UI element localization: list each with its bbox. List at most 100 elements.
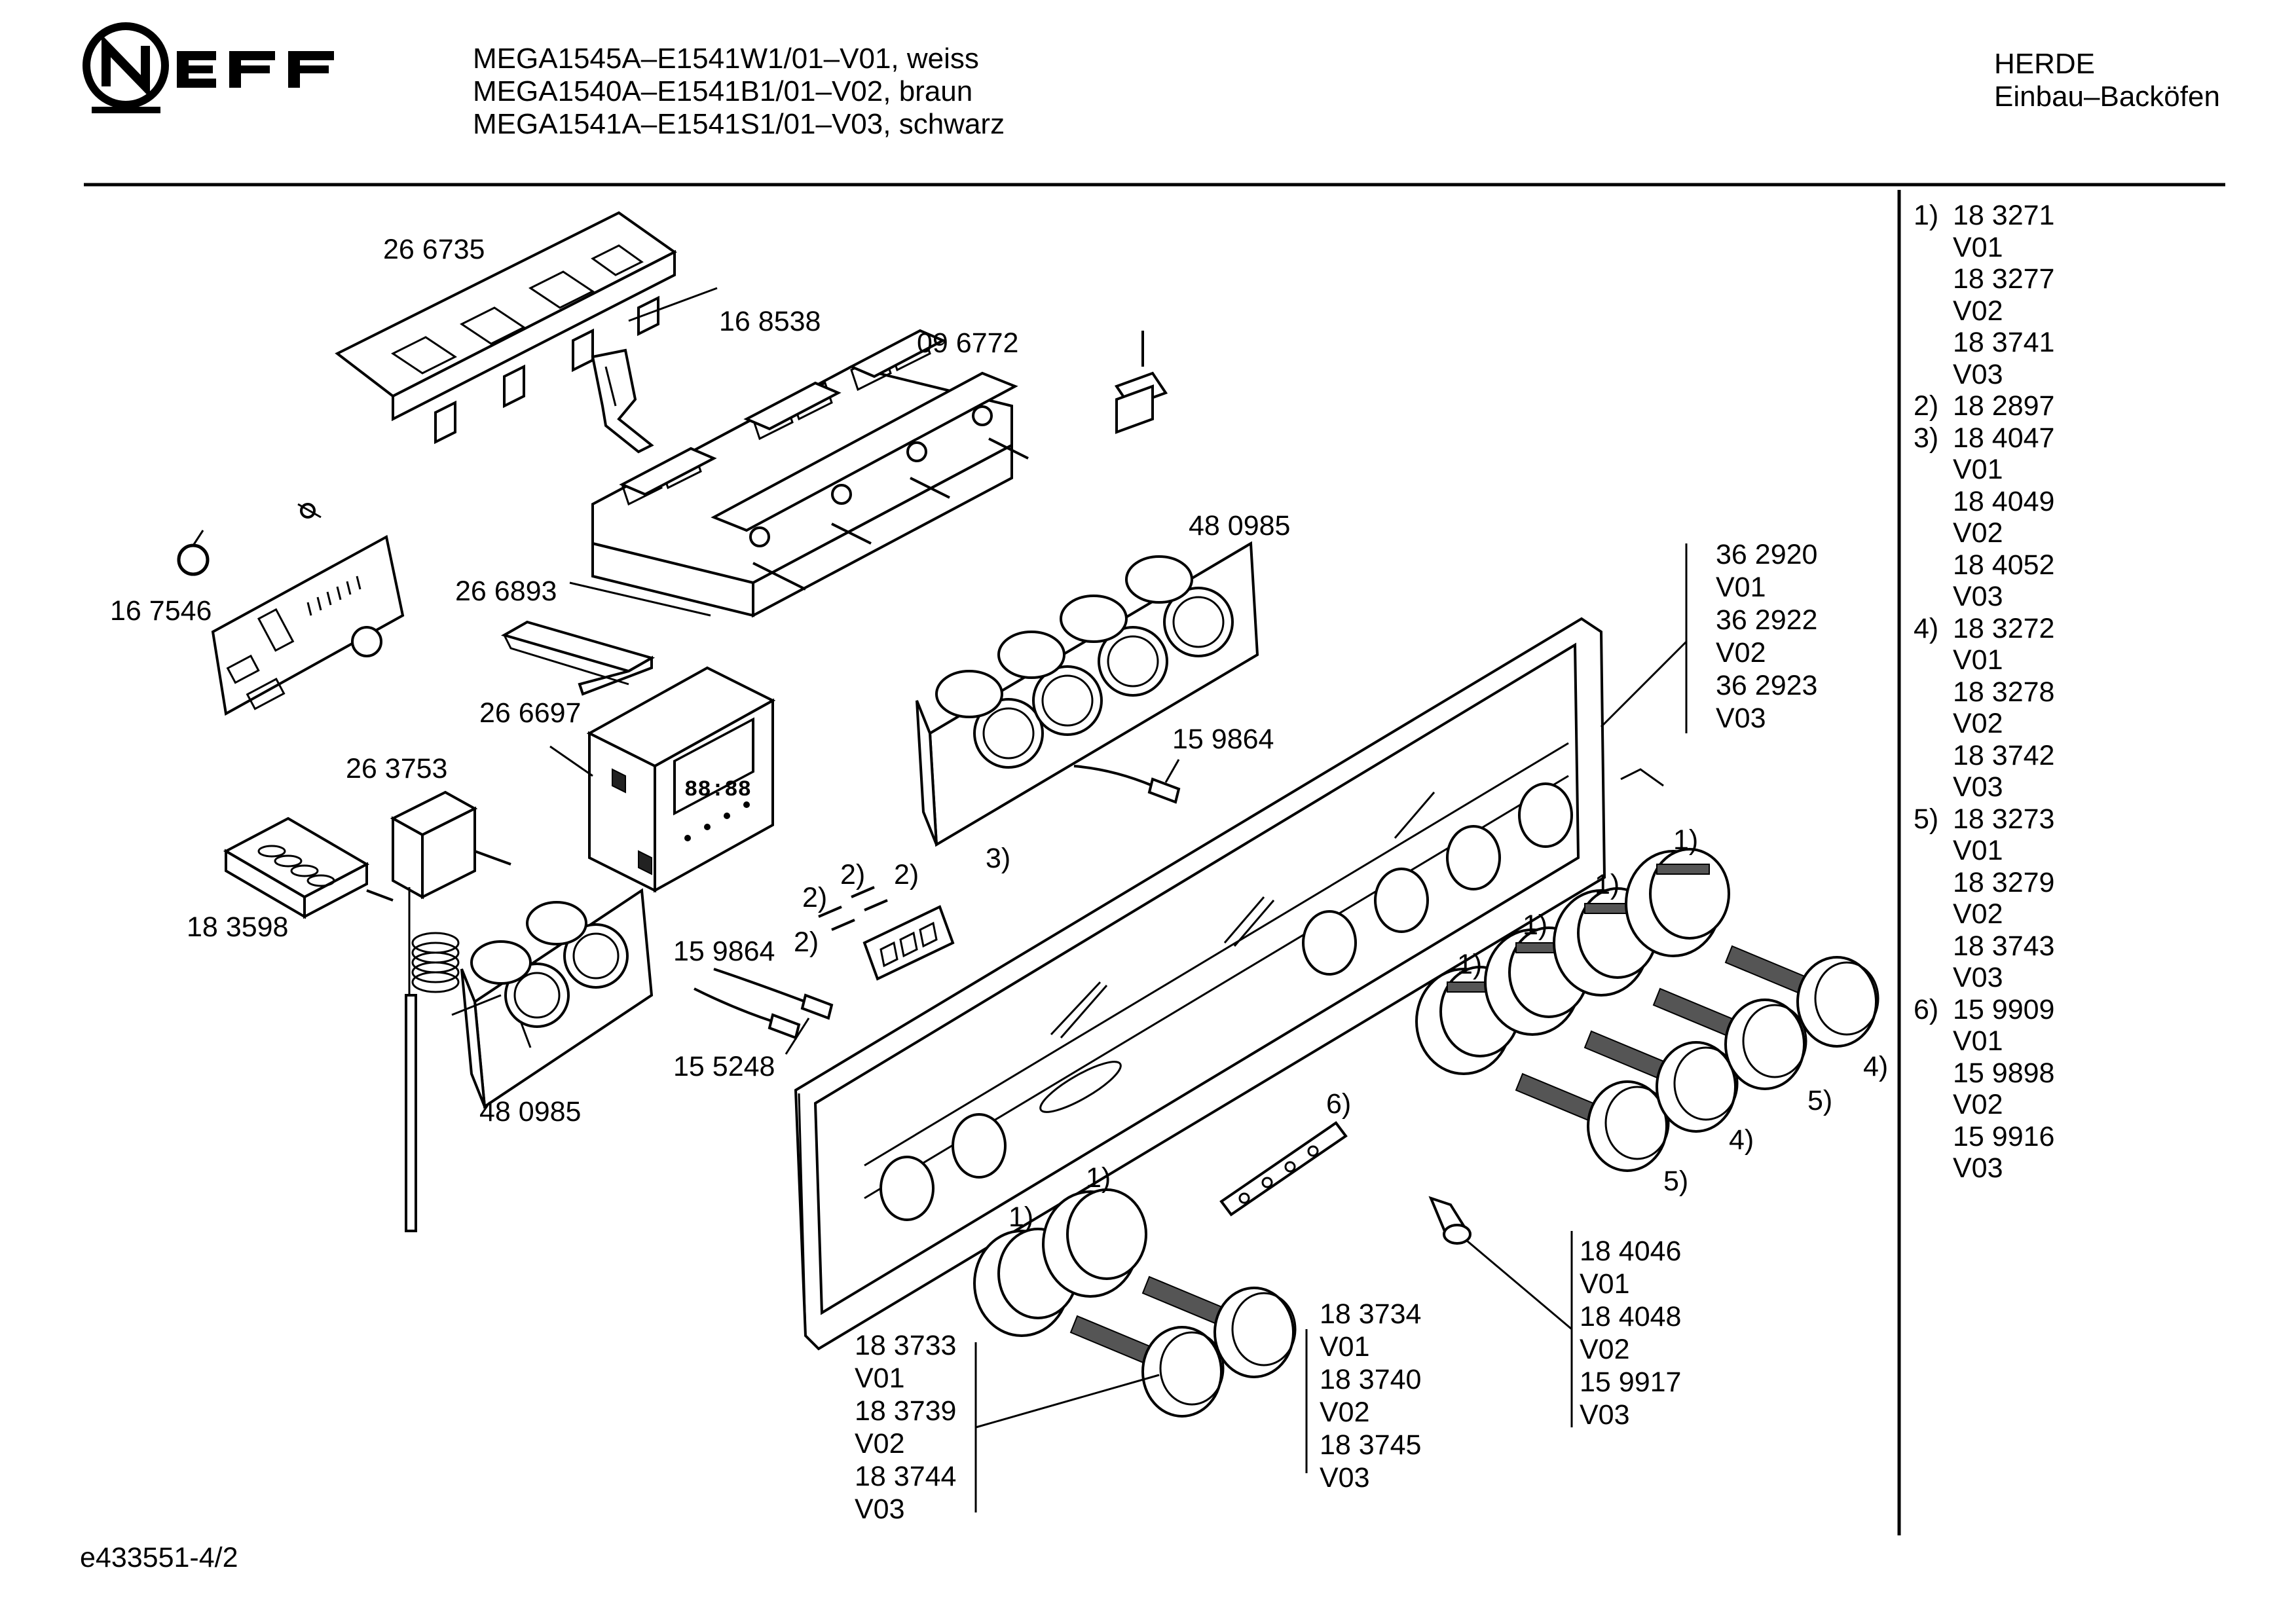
legend-row: 6)15 9909 (1914, 994, 2054, 1026)
label-159864-upper: 15 9864 (1172, 724, 1274, 755)
legend-row: 18 4049 (1914, 486, 2054, 518)
legend-row: V03 (1914, 581, 2054, 613)
legend-row: 18 3741 (1914, 327, 2054, 359)
legend-code: 18 3277 (1953, 263, 2055, 295)
part-thermostat-263753 (390, 790, 511, 1232)
legend-row: 15 9916 (1914, 1121, 2054, 1153)
legend-code: 18 3271 (1953, 200, 2055, 231)
knob-group-right-codes: 18 3734 V01 18 3740 V02 18 3745 V03 (1320, 1298, 1421, 1494)
legend-code: V03 (1953, 358, 2003, 390)
legend-row: V02 (1914, 708, 2054, 740)
legend-code: V02 (1953, 708, 2003, 739)
leader-266697 (549, 745, 593, 777)
legend-code: V02 (1953, 898, 2003, 930)
legend-code: V03 (1953, 581, 2003, 612)
part-circuit-board-167546 (177, 503, 405, 716)
ref-3: 3) (986, 843, 1011, 874)
label-183598: 18 3598 (187, 911, 289, 943)
knob-code: V02 (855, 1428, 905, 1459)
legend-row: 18 3278 (1914, 676, 2054, 708)
legend-ref: 6) (1914, 993, 1939, 1025)
legend-code: 18 3743 (1953, 930, 2055, 962)
legend-code: V03 (1953, 962, 2003, 993)
ref-5-b: 5) (1663, 1165, 1689, 1197)
legend-row: V01 (1914, 1025, 2054, 1057)
pin-code: 18 4046 (1580, 1236, 1682, 1267)
legend-row: V01 (1914, 454, 2054, 486)
legend-code: 18 3272 (1953, 612, 2055, 644)
pin-code: V03 (1580, 1399, 1630, 1431)
leader-183598 (451, 994, 502, 1016)
ref-2-c: 2) (894, 859, 919, 890)
part-bracket-266735 (335, 211, 677, 445)
legend-row: V03 (1914, 359, 2054, 391)
legend-code: 18 3279 (1953, 866, 2055, 898)
leader-184046 (1466, 1239, 1572, 1330)
ref-1-d: 1) (1457, 949, 1483, 980)
legend-row: V01 (1914, 232, 2054, 264)
ref-1-c: 1) (1523, 909, 1548, 941)
knob-code: 18 3739 (855, 1395, 957, 1427)
leader-183733 (975, 1374, 1160, 1429)
part-bracket-266893 (500, 581, 711, 696)
legend-row: V01 (1914, 835, 2054, 867)
part-strip-6 (1219, 1121, 1348, 1217)
part-selector-plate-480985-lower (460, 888, 654, 1109)
part-connector-block-3 (818, 886, 955, 981)
label-266735: 26 6735 (383, 234, 485, 265)
legend-code: 18 3742 (1953, 739, 2055, 771)
ref-1-b: 1) (1595, 869, 1620, 900)
ref-4-b: 4) (1729, 1124, 1754, 1156)
legend-row: V01 (1914, 644, 2054, 676)
ref-4-a: 4) (1863, 1051, 1889, 1082)
legend-row: 18 3279 (1914, 867, 2054, 899)
timer-display: 88:88 (684, 778, 751, 803)
leader-168538 (628, 287, 718, 322)
knob-code: V01 (855, 1363, 905, 1394)
part-terminal-block-096772 (591, 329, 1029, 618)
knob-code: V01 (1320, 1331, 1370, 1363)
leader-362920 (1600, 640, 1688, 728)
legend-row: 18 3277 (1914, 263, 2054, 295)
knob-code: V02 (1320, 1397, 1370, 1428)
knob-shafts-right (1515, 945, 1879, 1172)
label-480985-top: 48 0985 (1189, 510, 1291, 541)
panel-code: V01 (1716, 572, 1766, 603)
part-control-panel-362920 (794, 617, 1606, 1351)
legend-ref: 5) (1914, 803, 1939, 835)
legend-code: 18 3741 (1953, 327, 2055, 358)
ref-6: 6) (1326, 1088, 1352, 1120)
legend-row: V02 (1914, 1089, 2054, 1121)
ref-1-a: 1) (1673, 824, 1699, 856)
legend-code: V03 (1953, 1152, 2003, 1184)
model-line-3: MEGA1541A–E1541S1/01–V03, schwarz (473, 108, 1005, 140)
part-selector-plate-480985-upper (916, 541, 1259, 847)
ref-2-d: 2) (794, 926, 819, 958)
legend-code: V01 (1953, 835, 2003, 866)
legend-code: V01 (1953, 454, 2003, 485)
part-screw (1114, 331, 1168, 434)
legend-code: V01 (1953, 231, 2003, 263)
legend-row: V02 (1914, 295, 2054, 327)
legend-row: V03 (1914, 771, 2054, 803)
legend-code: V02 (1953, 295, 2003, 327)
knob-code: 18 3744 (855, 1461, 957, 1492)
legend-code: V02 (1953, 517, 2003, 549)
panel-code: V03 (1716, 703, 1766, 734)
legend-ref: 3) (1914, 422, 1939, 454)
knob-code: 18 3733 (855, 1330, 957, 1361)
part-clip-168538 (591, 348, 654, 454)
part-cables-lower (694, 968, 834, 1040)
document-footer: e433551-4/2 (80, 1542, 238, 1573)
legend-code: 15 9898 (1953, 1057, 2055, 1089)
legend-row: 2)18 2897 (1914, 390, 2054, 422)
legend-code: 18 4049 (1953, 485, 2055, 517)
knob-code: 18 3734 (1320, 1298, 1422, 1330)
legend-row: 18 4052 (1914, 549, 2054, 581)
legend-row: V02 (1914, 517, 2054, 549)
legend-ref: 4) (1914, 612, 1939, 644)
legend-row: 15 9898 (1914, 1057, 2054, 1090)
neff-logo (83, 22, 334, 113)
